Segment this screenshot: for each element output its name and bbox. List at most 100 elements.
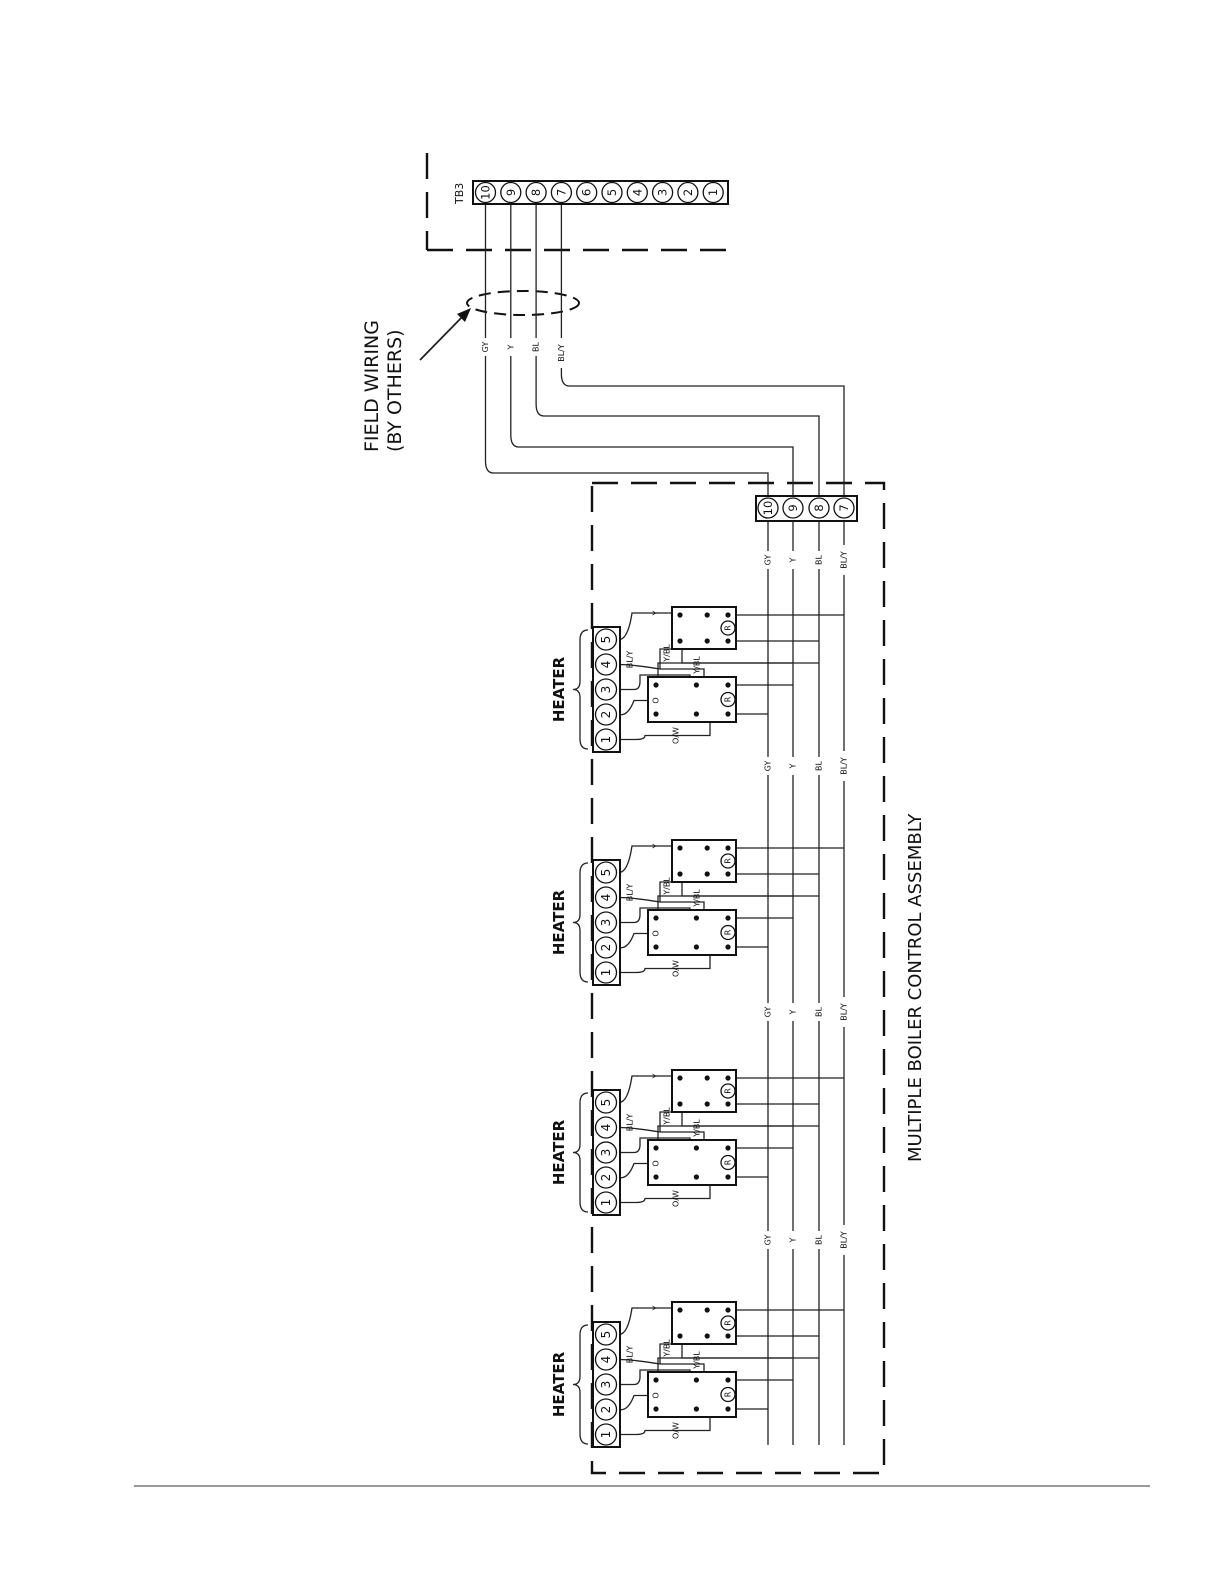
heater-2-terminal-1: 1 <box>599 1199 613 1207</box>
field-wiring-arrow <box>419 312 467 361</box>
heater-3-wire-y <box>618 1307 672 1336</box>
heater-3-terminal-1-circle <box>594 1423 618 1446</box>
assembly-terminal-10: 10 <box>761 501 775 516</box>
heater-3-wirelabel-2: BL/Y <box>626 1346 635 1364</box>
trunk-label-1-3: BL/Y <box>840 757 849 775</box>
trunk-label-gap-2-1 <box>787 1003 799 1021</box>
heater-3-relay-b-contact-5 <box>704 1333 710 1339</box>
heater-0-relay-a-contact-4 <box>693 682 700 688</box>
heater-1-relay-a-contact-3 <box>725 944 731 950</box>
heater-3-terminal-3: 3 <box>599 1381 613 1389</box>
heater-2-wirelabel-4: Y/BL <box>693 1119 702 1138</box>
trunk-label-gap-1-2 <box>813 757 825 775</box>
heater-3-label: HEATER <box>550 1351 568 1417</box>
heater-2-relay-a-contact-5 <box>693 1174 700 1180</box>
tb3-terminal-4: 4 <box>630 189 644 196</box>
heater-2-relay-1-coil-label: R <box>724 1088 733 1094</box>
trunk-label-0-3: BL/Y <box>840 551 849 569</box>
trunk-label-gap-3-2 <box>813 1231 825 1249</box>
trunk-label-2-3: BL/Y <box>840 1003 849 1021</box>
trunk-label-gap-2-2 <box>813 1003 825 1021</box>
heater-0-relay-0-coil <box>720 691 736 708</box>
heater-0-wirelabel-4: Y/BL <box>693 656 702 675</box>
tb3-terminal-3: 3 <box>656 189 670 196</box>
heater-0-terminal-2: 2 <box>599 711 613 719</box>
heater-2-relay-0-coil-label: R <box>724 1159 733 1165</box>
trunk-label-0-2: BL <box>815 554 824 564</box>
heater-3-relay-b-contact-4 <box>704 1307 710 1313</box>
field-wire-label-gap-1 <box>504 338 517 356</box>
heater-3-wirelabel-4: Y/BL <box>693 1351 702 1370</box>
trunk-label-1-2: BL <box>815 760 824 770</box>
heater-0-wirelabel-3: Y/BL <box>663 644 672 663</box>
heater-2-terminal-2-circle <box>594 1166 618 1189</box>
heater-3-relay-a-contact-1 <box>653 1406 659 1412</box>
heater-0-wire-o <box>618 699 691 716</box>
heater-2-terminal-4: 4 <box>599 1124 613 1132</box>
heater-1-relay-b-contact-5 <box>704 871 710 877</box>
tb3-terminal-8-circle <box>525 181 547 204</box>
heater-2-relay-b-contact-2 <box>725 1075 731 1081</box>
heater-0-relay-b-contact-2 <box>725 612 731 618</box>
trunk-label-3-3: BL/Y <box>840 1231 849 1249</box>
heater-3-relay-b-contact-1 <box>677 1333 683 1339</box>
trunk-label-gap-2-3 <box>838 997 850 1027</box>
heater-1-label: HEATER <box>550 889 568 955</box>
field-wire-label-gap-2 <box>530 338 543 356</box>
heater-3-tap-a-high <box>657 1357 793 1372</box>
heater-0-terminal-5: 5 <box>599 636 613 644</box>
trunk-label-3-2: BL <box>815 1234 824 1244</box>
assembly-enclosure <box>590 481 886 1475</box>
trunk-label-1-1: Y <box>789 763 798 769</box>
heater-0-wirelabel-5: Y <box>652 610 661 616</box>
heater-2-label: HEATER <box>550 1119 568 1185</box>
heater-1-tap-b-low <box>681 882 819 897</box>
heater-1-relay-a-contact-4 <box>693 915 700 921</box>
labels: FIELD WIRING (BY OTHERS) TB3 MULTIPLE BO… <box>361 183 926 1439</box>
heater-0-wire-bly <box>619 674 691 691</box>
assembly-terminal-8: 8 <box>812 504 826 511</box>
arrow-head <box>457 308 471 322</box>
heater-3-terminal-2-circle <box>594 1398 618 1421</box>
trunk-label-gap-0-1 <box>787 551 799 569</box>
heater-1-relay-b-contact-1 <box>677 871 683 877</box>
heater-3-relay-a-contact-2 <box>725 1377 731 1383</box>
heater-0-wirelabel-2: BL/Y <box>626 651 635 669</box>
heater-0-terminal-1: 1 <box>599 736 613 744</box>
trunk-label-0-1: Y <box>789 557 798 563</box>
heater-1-relay-1-coil <box>720 853 736 869</box>
trunk-label-gap-0-3 <box>838 545 850 575</box>
heater-0-wirelabel-0: O/W <box>672 727 681 744</box>
heater-2-wirelabel-3: Y/BL <box>663 1107 672 1126</box>
heater-2-relay-1-coil <box>720 1083 736 1099</box>
heater-2-wirelabel-1: O <box>652 1160 661 1166</box>
heater-0-relay-1-coil <box>720 620 736 636</box>
devices <box>472 180 858 1448</box>
field-wire-run-3 <box>560 373 845 496</box>
trunk-label-gap-3-1 <box>787 1231 799 1249</box>
heater-2-wire-bly <box>619 1137 691 1154</box>
heater-1-brace <box>572 862 589 983</box>
tb3-terminal-3-circle <box>651 181 674 204</box>
heater-1-relay-a-contact-5 <box>693 944 700 950</box>
heater-1-relay-b-contact-0 <box>677 845 683 851</box>
heater-2-brace <box>572 1092 589 1213</box>
heater-2-tap-b-low <box>681 1112 819 1127</box>
trunk-label-gap-0-2 <box>813 551 825 569</box>
heater-3-relay-a-contact-5 <box>693 1406 700 1412</box>
trunk-label-gap-0-0 <box>762 551 774 569</box>
tb3-terminal-5-circle <box>601 181 623 204</box>
heater-1-relay-a-contact-1 <box>653 944 659 950</box>
heater-3-relay-b-contact-0 <box>677 1307 683 1313</box>
trunk-label-3-0: GY <box>764 1235 773 1246</box>
heater-0-wire-ow <box>619 722 711 741</box>
heater-0-relay-b-contact-5 <box>704 638 710 644</box>
tb3-terminal-6-circle <box>576 181 598 204</box>
trunk-label-gap-2-0 <box>762 1003 774 1021</box>
tb3-terminal-10-circle <box>474 181 497 204</box>
heater-2-terminal-5-circle <box>594 1091 618 1114</box>
trunk-label-gap-1-0 <box>762 757 774 775</box>
heater-0-relay-1-coil-label: R <box>724 625 733 631</box>
heater-1-wirelabel-4: Y/BL <box>693 889 702 908</box>
heater-1-wire-o <box>618 932 691 949</box>
